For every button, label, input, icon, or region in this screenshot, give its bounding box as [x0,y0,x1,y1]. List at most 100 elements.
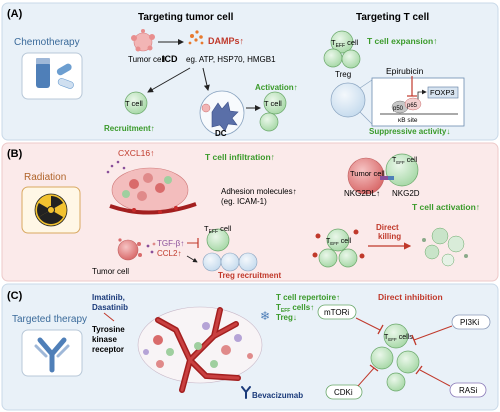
tumor-cell-label-b: Tumor cell [92,267,129,276]
teff-label-b: TEFF cell [204,224,232,235]
cdki-node [325,384,363,400]
snowflake-icon: ❄ [260,309,270,323]
direct-killing-2: killing [378,232,401,241]
pi3ki-inhibit-bar [411,334,417,346]
kb-site-label: κB site [398,117,418,124]
t-cell-label-a: T cell [125,99,143,108]
cxcl16-dots [106,160,126,174]
rasi-inhibit-line [419,369,451,387]
teff-cluster-c [370,323,420,392]
repertoire-label: T cell repertoire↑ [276,293,340,302]
activated-t-cell-icon-2 [259,112,279,132]
dc-label: DC [215,129,227,138]
epirubicin-label: Epirubicin [386,66,424,76]
panel-b-label: (B) [7,148,23,160]
nkg2dl-label: NKG2DL↑ [344,189,380,198]
mtori-node [317,304,357,320]
adhesion-label-1: Adhesion molecules↑ [221,187,297,196]
ccl2-label: CCL2↑ [157,249,181,258]
drugs-line-2: Dasatinib [92,303,128,312]
drugs-line-1: Imatinib, [92,293,125,302]
panel-a-label: (A) [7,8,23,20]
t-cell-label-a2: T cell [264,99,282,108]
zoom-line-2 [359,111,373,125]
nkg2d-receptor [388,176,394,180]
bevacizumab-antibody-icon [241,386,251,399]
treg-label: Treg [335,70,351,79]
tk-line-2: kinase [92,335,117,344]
bevacizumab-label: Bevacizumab [252,391,303,400]
rasi-node [449,382,487,398]
irradiated-tissue [109,167,197,215]
tk-line-1: Tyrosine [92,325,125,334]
pi3ki-label: PI3Ki [460,318,479,327]
t-cell-icon [124,91,148,115]
direct-inhibition-label: Direct inhibition [378,292,443,302]
col-t-title: Targeting T cell [356,12,429,23]
cdki-inhibit-bar [369,364,379,372]
nkg2d-label: NKG2D [392,189,420,198]
treg-recruitment-label: Treg recruitment [218,271,281,280]
teff-label-b2: TEFF cell [392,157,418,165]
mtori-label: mTORi [324,308,349,317]
drugs-inhibit-line [103,312,115,322]
activation-label: Activation↑ [255,83,298,92]
teff-cell-b [206,228,230,252]
mtori-inhibit-bar [377,324,384,335]
teff-cells-label-c: TEFF cells [384,334,413,342]
pi3ki-node [451,314,491,330]
teff-label-a: TEFF cell [331,38,359,49]
cytokine-dots-b [146,242,156,254]
teff-cluster-killing [312,228,365,268]
damps-dots [188,30,204,45]
col-tumor-title: Targeting tumor cell [138,12,234,23]
radiation-label: Radiation [24,172,66,183]
rasi-inhibit-bar [415,365,423,375]
damps-to-dc-arrow [202,67,210,91]
nkg2dl-ligand [380,176,388,180]
activated-t-cell-icon [263,91,287,115]
tumor-cell-label-b2: Tumor cell [350,169,385,178]
p65-subunit [404,97,422,111]
p50-label: p50 [393,106,404,112]
treg-down-label: Treg↓ [276,313,297,322]
icd-label: ICD [162,54,178,64]
ccl2-arrow [186,255,198,263]
rasi-label: RASi [459,386,477,395]
cxcl16-label: CXCL16↑ [118,148,154,158]
tumor-cell-label: Tumor cell [128,55,165,64]
t-activation-label: T cell activation↑ [412,202,480,212]
dc-icon [201,101,239,132]
tgfb-label: TGF-β↑ [157,239,184,248]
tk-line-3: receptor [92,345,124,354]
t-infiltration-label: T cell infiltration↑ [205,152,275,162]
panel-c-label: (C) [7,290,23,302]
direct-killing-1: Direct [376,223,399,232]
foxp3-gene [427,86,459,99]
transcription-arrow [417,89,427,100]
antibody-icon [21,329,83,377]
t-expansion-label: T cell expansion↑ [367,36,437,46]
chemotherapy-label: Chemotherapy [14,37,80,48]
suppressive-label: Suppressive activity↓ [369,127,450,136]
tumor-vasculature [137,306,263,393]
recruitment-label: Recruitment↑ [104,124,155,133]
dying-tumor-cells [422,227,468,267]
damps-to-tcell-arrow [147,67,191,93]
tumor-cell-b [117,238,142,261]
p65-label: p65 [407,103,418,109]
pills-icon [21,52,83,100]
cdki-inhibit-line [357,367,375,387]
zoom-line-1 [359,79,373,89]
teff-cells-cluster-a [323,30,361,69]
foxp3-label: FOXP3 [430,88,455,97]
tumor-cell-icon [131,29,155,52]
damps-examples: eg. ATP, HSP70, HMGB1 [186,55,276,64]
radiation-icon [21,186,81,234]
cdki-label: CDKi [334,388,353,397]
damps-label: DAMPs↑ [208,36,244,46]
targeted-therapy-label: Targeted therapy [12,314,87,325]
